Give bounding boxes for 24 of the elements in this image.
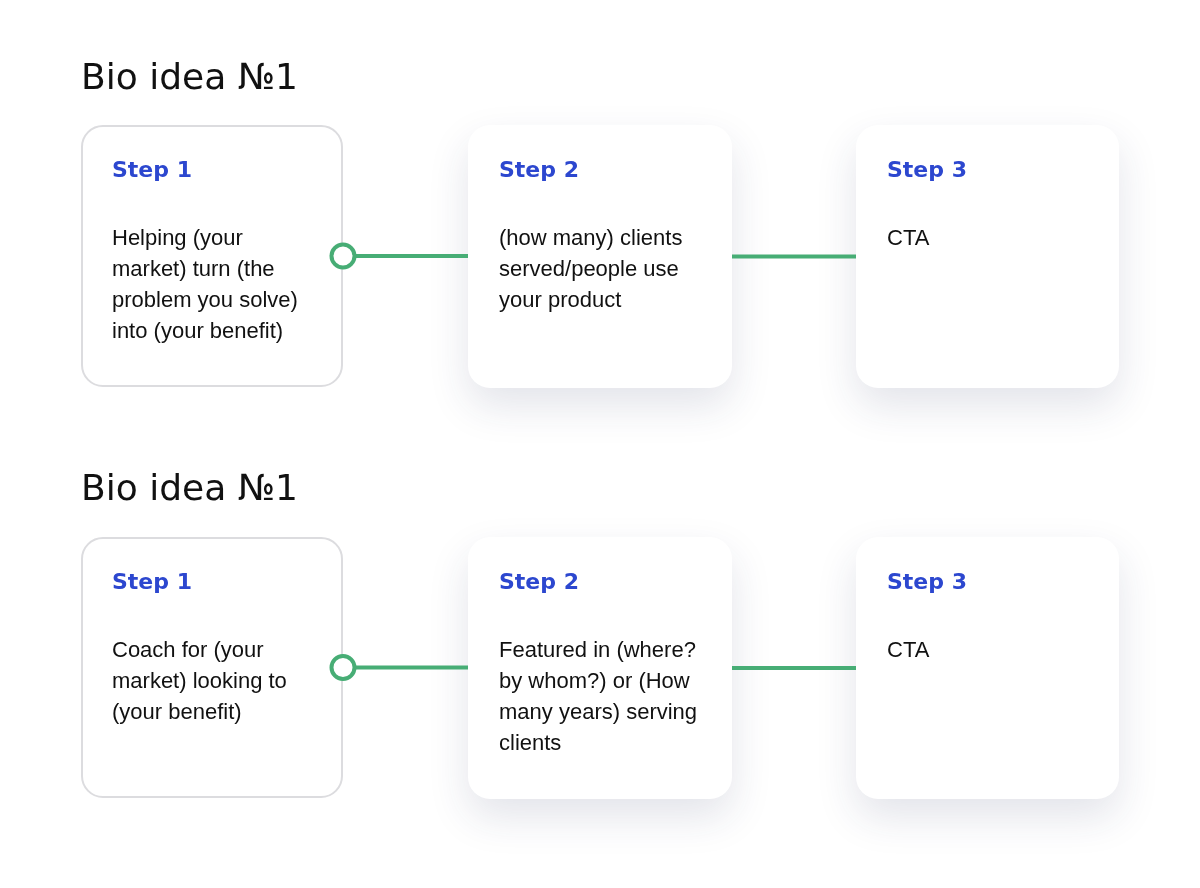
step-heading: Step 3	[887, 569, 967, 595]
step-heading: Step 2	[499, 157, 579, 183]
step-heading: Step 3	[887, 157, 967, 183]
step-heading: Step 1	[112, 157, 192, 183]
section-title: Bio idea №1	[81, 466, 299, 510]
step-heading: Step 1	[112, 569, 192, 595]
step-card	[81, 125, 343, 387]
step-description: Helping (your market) turn (the problem you solve) into (your benefit)	[112, 224, 299, 345]
step-description: CTA	[887, 636, 931, 664]
step-card	[468, 125, 732, 388]
step-card	[81, 537, 343, 798]
step-card	[856, 537, 1119, 799]
section-title: Bio idea №1	[81, 55, 299, 99]
step-description: Featured in (where? by whom?) or (How many years) serving clients	[499, 636, 699, 757]
step-description: CTA	[887, 224, 931, 252]
step-description: Coach for (your market) looking to (your benefit)	[112, 636, 288, 726]
step-heading: Step 2	[499, 569, 579, 595]
connector-line	[732, 666, 856, 670]
connector-line	[329, 654, 468, 681]
connector-line	[329, 242, 468, 270]
step-card	[468, 537, 732, 799]
step-card	[856, 125, 1119, 388]
connector-line	[732, 254, 856, 259]
step-description: (how many) clients served/people use your product	[499, 224, 684, 314]
